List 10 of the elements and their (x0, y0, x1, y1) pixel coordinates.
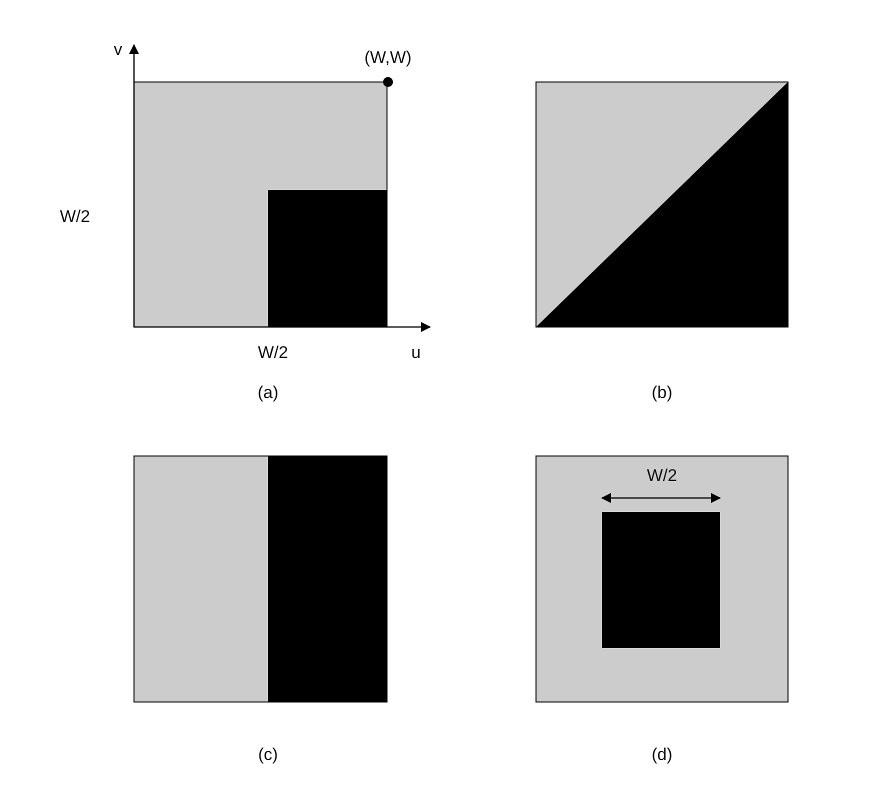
tick-label: W/2 (60, 207, 90, 227)
panel-label: (b) (652, 383, 672, 403)
axis-label: u (411, 343, 421, 363)
dimension-label: W/2 (646, 466, 678, 486)
panel-label: (c) (258, 745, 278, 765)
axis-label: v (114, 40, 122, 60)
tick-label: W/2 (258, 343, 288, 363)
panel-label: (a) (258, 383, 278, 403)
panel-label: (d) (652, 745, 672, 765)
point-label: (W,W) (364, 48, 412, 68)
